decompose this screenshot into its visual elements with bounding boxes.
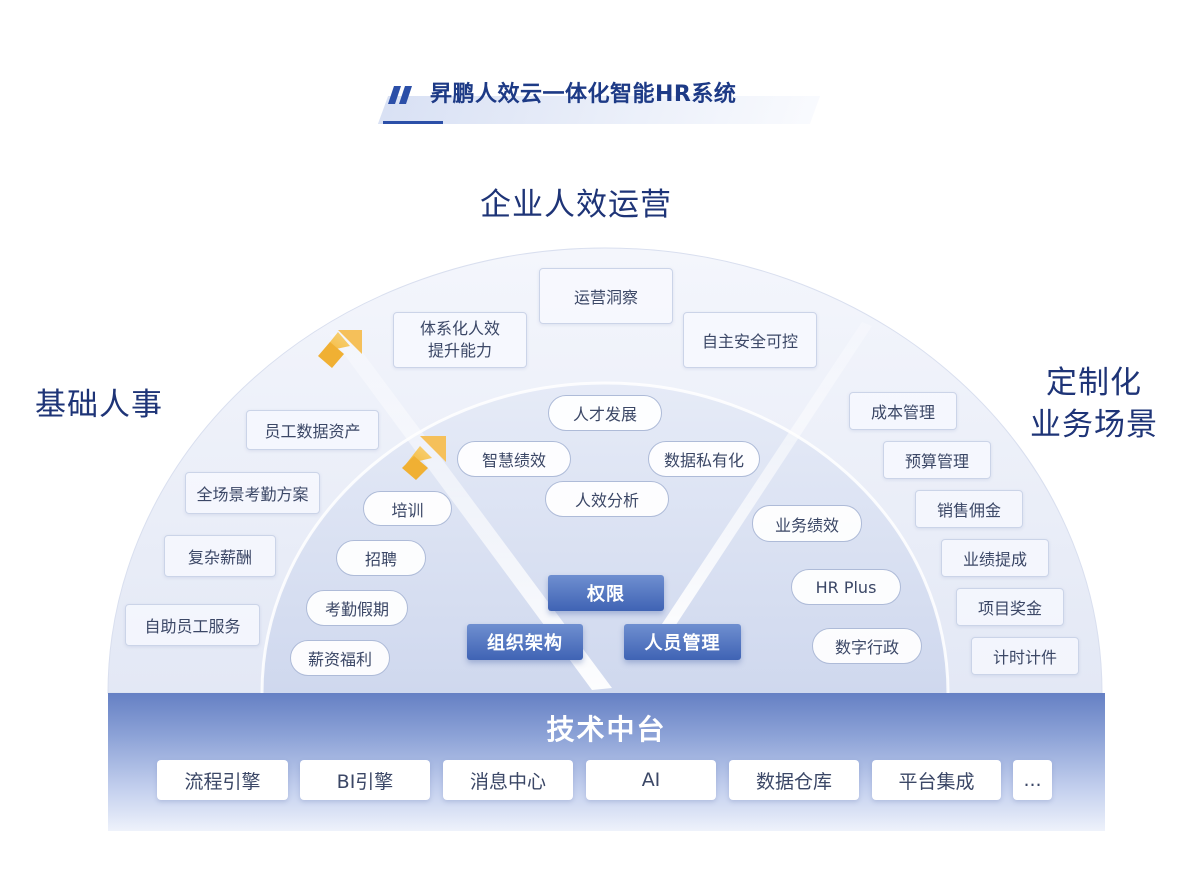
chip-systemized-efficiency: 体系化人效 提升能力 xyxy=(393,312,527,368)
chip-performance-commission: 业绩提成 xyxy=(941,539,1049,577)
pill-business-performance: 业务绩效 xyxy=(752,505,862,542)
up-arrow-icon xyxy=(402,436,446,480)
heading-enterprise-ops: 企业人效运营 xyxy=(480,187,672,223)
pill-data-privatization: 数据私有化 xyxy=(648,441,760,477)
banner-underline xyxy=(383,121,443,124)
chip-project-bonus: 项目奖金 xyxy=(956,588,1064,626)
chip-budget-mgmt: 预算管理 xyxy=(883,441,991,479)
chip-sales-commission: 销售佣金 xyxy=(915,490,1023,528)
heading-custom-line1: 定制化 xyxy=(1046,365,1142,401)
banner-title: 昇鹏人效云一体化智能HR系统 xyxy=(430,82,737,107)
heading-custom-scenarios: 定制化 业务场景 xyxy=(1030,362,1158,446)
chip-systemized-line2: 提升能力 xyxy=(427,341,492,360)
chip-employee-data-assets: 员工数据资产 xyxy=(246,410,379,450)
banner-slash-icon xyxy=(388,86,412,104)
pill-attendance-leave: 考勤假期 xyxy=(306,590,408,626)
tech-item-more: ... xyxy=(1013,760,1052,800)
heading-basic-hr: 基础人事 xyxy=(35,387,163,423)
core-staff-management: 人员管理 xyxy=(624,624,741,660)
chip-systemized-line1: 体系化人效 xyxy=(419,319,500,338)
tech-item-workflow-engine: 流程引擎 xyxy=(157,760,288,800)
heading-custom-line2: 业务场景 xyxy=(1030,407,1158,443)
core-org-structure: 组织架构 xyxy=(467,624,583,660)
chip-cost-mgmt: 成本管理 xyxy=(849,392,957,430)
chip-complex-pay: 复杂薪酬 xyxy=(164,535,276,577)
left-beam xyxy=(330,330,612,690)
tech-item-message-center: 消息中心 xyxy=(443,760,573,800)
pill-payroll-benefits: 薪资福利 xyxy=(290,640,390,676)
pill-hr-plus: HR Plus xyxy=(791,569,901,605)
pill-digital-admin: 数字行政 xyxy=(812,628,922,664)
pill-training: 培训 xyxy=(363,491,452,526)
chip-autonomous-control: 自主安全可控 xyxy=(683,312,817,368)
chip-attendance-plan: 全场景考勤方案 xyxy=(185,472,320,514)
chip-ops-insight: 运营洞察 xyxy=(539,268,673,324)
chip-piece-work: 计时计件 xyxy=(971,637,1079,675)
pill-talent-development: 人才发展 xyxy=(548,395,662,431)
tech-item-data-warehouse: 数据仓库 xyxy=(729,760,859,800)
core-permissions: 权限 xyxy=(548,575,664,611)
pill-recruiting: 招聘 xyxy=(336,540,426,576)
tech-item-bi-engine: BI引擎 xyxy=(300,760,430,800)
tech-platform-title: 技术中台 xyxy=(546,713,667,746)
up-arrow-icon xyxy=(318,330,362,368)
pill-hr-efficiency-analysis: 人效分析 xyxy=(545,481,669,517)
right-beam xyxy=(654,322,872,640)
pill-smart-performance: 智慧绩效 xyxy=(457,441,571,477)
tech-item-ai: AI xyxy=(586,760,716,800)
chip-self-service: 自助员工服务 xyxy=(125,604,260,646)
tech-item-platform-integration: 平台集成 xyxy=(872,760,1001,800)
